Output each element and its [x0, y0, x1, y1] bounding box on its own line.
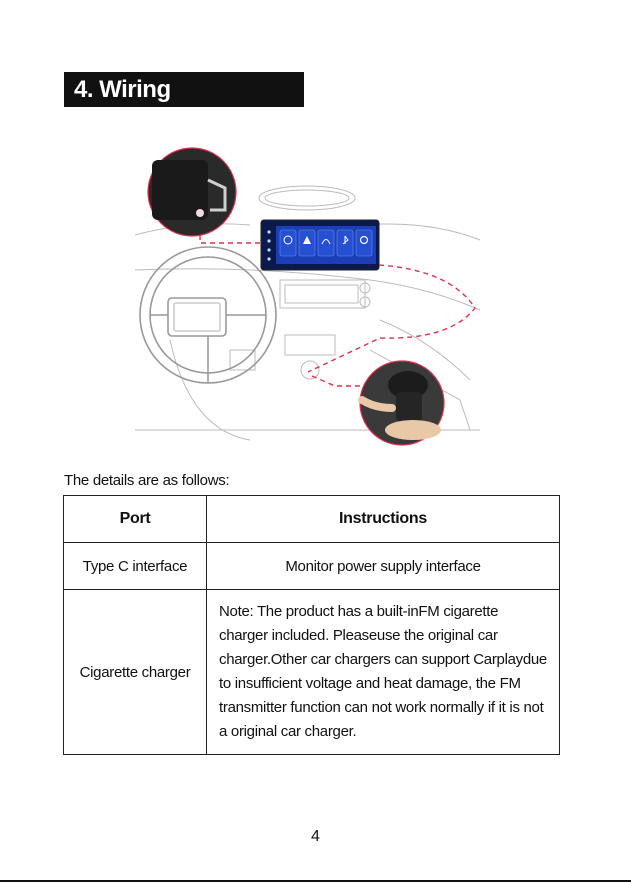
- instruction-cell: Note: The product has a built-inFM cigar…: [206, 589, 560, 755]
- port-cell: Cigarette charger: [63, 589, 207, 755]
- table-row: Cigarette charger Note: The product has …: [63, 589, 560, 755]
- table-row: Type C interface Monitor power supply in…: [63, 542, 560, 590]
- steering-wheel: [139, 246, 277, 384]
- column-header-port: Port: [63, 495, 207, 543]
- wiring-figure: [134, 147, 481, 446]
- instruction-cell: Monitor power supply interface: [206, 542, 560, 590]
- section-title: 4. Wiring instructions: [64, 72, 304, 138]
- cigarette-charger-photo: [358, 360, 445, 446]
- dash-connectors: [199, 235, 476, 387]
- table-header-row: Port Instructions: [63, 495, 560, 543]
- port-cell: Type C interface: [63, 542, 207, 590]
- type-c-connector-photo: [147, 147, 237, 237]
- details-label: The details are as follows:: [64, 472, 230, 489]
- column-header-instructions: Instructions: [206, 495, 560, 543]
- page-number: 4: [311, 828, 320, 845]
- carplay-monitor: [260, 219, 380, 271]
- wiring-table: Port Instructions Type C interface Monit…: [63, 495, 560, 755]
- bottom-rule: [0, 880, 631, 882]
